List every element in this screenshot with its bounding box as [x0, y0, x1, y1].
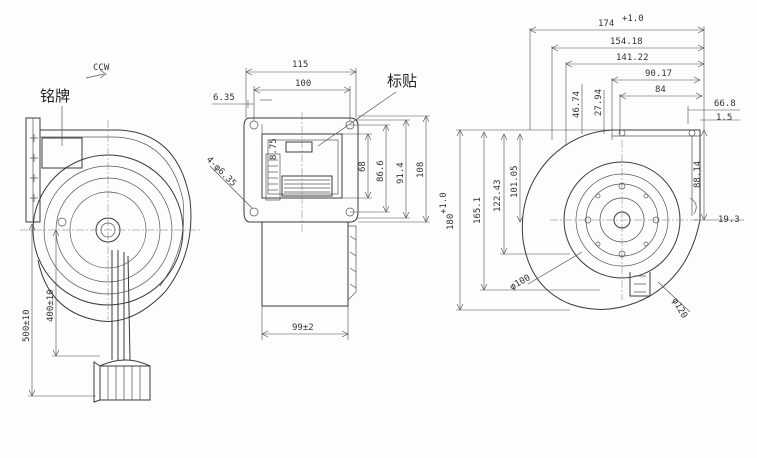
dia-100: φ100: [509, 273, 533, 293]
left-view: 400±10 500±10 CCW 铭牌: [20, 63, 200, 403]
right-scroll-outline: [521, 129, 701, 310]
dim-8-75: 8.75: [269, 138, 279, 160]
dim-500: 500±10: [22, 309, 32, 342]
dim-180: 180: [446, 214, 456, 230]
dim-84: 84: [655, 85, 666, 95]
dim-6-35: 6.35: [213, 93, 235, 103]
dim-174-tol: +1.0: [622, 14, 644, 24]
middle-view: 115 100 6.35 8.75 68 86.6 91.4 108: [204, 60, 430, 340]
flange-marks: [30, 134, 38, 202]
sticker-rect: [285, 141, 313, 153]
dim-1-5: 1.5: [716, 113, 732, 123]
left-dims: [28, 223, 100, 397]
middle-right-dims: [342, 115, 430, 223]
left-flange: [25, 117, 41, 223]
dia-120: φ120: [669, 297, 689, 321]
dim-174: 174: [598, 19, 614, 29]
dim-108: 108: [416, 162, 426, 178]
dim-19: 19.3: [718, 215, 740, 225]
nameplate-label: 铭牌: [40, 87, 70, 105]
right-view: 174 +1.0 154.18 141.22 90.17 84 66.8 1.5…: [439, 14, 744, 320]
middle-top-dims: [212, 68, 357, 121]
sticker-label: 标贴: [387, 72, 417, 90]
dim-27: 27.94: [594, 89, 604, 116]
right-left-dims: [456, 129, 612, 311]
dim-400: 400±10: [46, 289, 56, 322]
dim-90: 90.17: [645, 69, 672, 79]
holes-leader: [209, 165, 253, 209]
dim-180-tol: +1.0: [439, 192, 449, 214]
connector: [93, 361, 151, 403]
rotation-label: CCW: [93, 63, 110, 73]
dim-141: 141.22: [616, 53, 649, 63]
dim-101: 101.05: [510, 165, 520, 198]
cable-exit: [629, 272, 651, 297]
dim-115: 115: [292, 60, 308, 70]
dia100-leader: [527, 251, 583, 285]
dim-91-4: 91.4: [396, 162, 406, 184]
cable: [111, 250, 131, 361]
dim-99: 99±2: [292, 323, 314, 333]
dim-165: 165.1: [473, 197, 483, 224]
dim-88: 88.14: [693, 161, 703, 188]
right-top-dims: [529, 26, 740, 146]
dim-holes: 4-φ6.35: [204, 155, 238, 189]
left-scroll-outline: [37, 129, 192, 322]
motor-body: [261, 222, 349, 307]
dia120-leader: [657, 281, 691, 313]
dim-122: 122.43: [493, 179, 503, 212]
dim-66: 66.8: [714, 99, 736, 109]
dim-154: 154.18: [610, 37, 643, 47]
dim-68: 68: [358, 161, 368, 172]
hatch: [268, 159, 278, 191]
dim-46: 46.74: [572, 91, 582, 118]
dim-100: 100: [295, 79, 311, 89]
sticker-leader: [317, 91, 397, 147]
dim-86-6: 86.6: [376, 160, 386, 182]
middle-flange: [243, 117, 359, 223]
rotation-arrow: [85, 69, 107, 79]
